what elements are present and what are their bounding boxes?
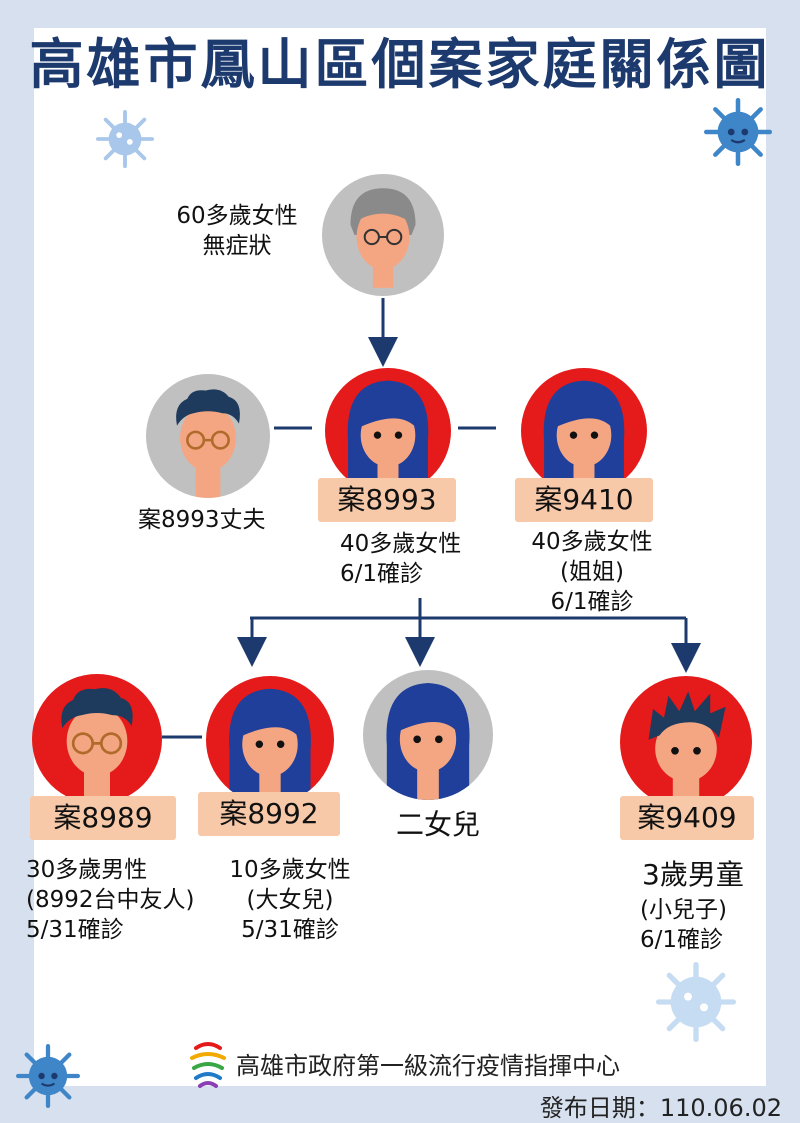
avatar-case9410: [521, 368, 647, 494]
avatar-husband: [146, 374, 270, 498]
virus-icon: [656, 962, 736, 1042]
case9409-label: 案9409: [620, 796, 754, 840]
avatar-case8992: [206, 676, 334, 804]
case8993-desc-line2: 6/1確診: [340, 561, 424, 587]
husband-caption: 案8993丈夫: [138, 507, 266, 533]
case8992-label: 案8992: [198, 792, 340, 836]
case9410-desc-line3: 6/1確診: [550, 589, 634, 615]
grandma-desc-line1: 60多歲女性: [176, 203, 298, 229]
case8989-label: 案8989: [30, 796, 176, 840]
case8993-label: 案8993: [318, 478, 456, 522]
avatar-daughter2: [363, 670, 493, 800]
case8989-desc-line2: (8992台中友人): [26, 887, 195, 913]
case9409-desc-line2: (小兒子): [640, 897, 727, 923]
case8989-desc-line3: 5/31確診: [26, 917, 124, 943]
virus-icon: [16, 1044, 80, 1108]
case8989-desc-line1: 30多歲男性: [26, 857, 148, 883]
footer-organization: 高雄市政府第一級流行疫情指揮中心: [236, 1052, 620, 1080]
case8992-desc-line2: (大女兒): [246, 887, 334, 913]
case9409-desc-line3: 6/1確診: [640, 927, 724, 953]
case9410-desc-line2: (姐姐): [560, 559, 624, 585]
case8992-desc-line1: 10多歲女性: [229, 857, 351, 883]
virus-icon: [704, 98, 772, 166]
daughter2-caption: 二女兒: [396, 808, 481, 841]
kaohsiung-logo-icon: [190, 1042, 226, 1088]
case8992-desc-line3: 5/31確診: [241, 917, 339, 943]
case9410-desc-line1: 40多歲女性: [531, 529, 653, 555]
avatar-grandma: [322, 174, 444, 296]
avatar-case8989: [32, 674, 162, 804]
footer-release-date: 發布日期：110.06.02: [539, 1094, 782, 1122]
case8993-desc-line1: 40多歲女性: [340, 531, 462, 557]
grandma-desc-line2: 無症狀: [202, 233, 272, 259]
case9410-label: 案9410: [515, 478, 653, 522]
case9409-desc-line1: 3歲男童: [642, 858, 744, 891]
avatar-case9409: [620, 676, 752, 808]
page-title: 高雄市鳳山區個案家庭關係圖: [29, 33, 771, 96]
avatar-case8993: [325, 368, 451, 494]
virus-icon: [96, 110, 154, 168]
